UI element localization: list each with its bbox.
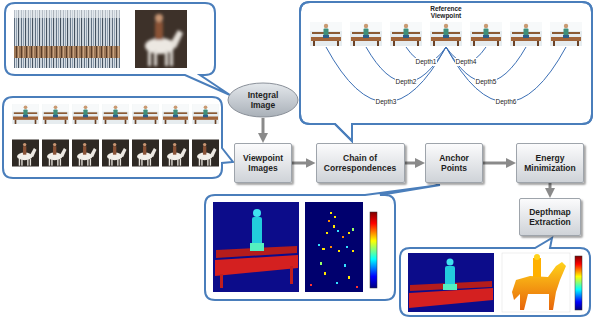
node-label: Integral Image bbox=[235, 90, 291, 110]
node-label: Viewpoint Images bbox=[240, 153, 286, 173]
process-box: Chain of Correspondences bbox=[316, 143, 405, 183]
viewpoint-chain-callout bbox=[300, 2, 592, 141]
process-box: Anchor Points bbox=[425, 143, 483, 183]
process-ellipse: Integral Image bbox=[227, 82, 299, 118]
depth-label: Depth6 bbox=[495, 98, 518, 105]
flow-arrow bbox=[262, 118, 265, 137]
depth-label: Depth2 bbox=[395, 78, 418, 85]
flow-arrow bbox=[292, 162, 310, 165]
node-label: Reference Viewpoint bbox=[423, 5, 469, 20]
node-label: Depthmap Extraction bbox=[525, 207, 575, 227]
depthmap-callout bbox=[400, 238, 590, 316]
flow-arrow bbox=[405, 162, 420, 165]
node-label: Chain of Correspondences bbox=[322, 153, 399, 173]
depth-label: Depth5 bbox=[475, 78, 498, 85]
node-label: Anchor Points bbox=[431, 153, 477, 173]
depth-label: Depth3 bbox=[375, 98, 398, 105]
process-box: Viewpoint Images bbox=[234, 143, 292, 183]
callout-bubble: Reference Viewpoint bbox=[300, 2, 592, 124]
depth-label: Depth1 bbox=[415, 58, 438, 65]
integral-image-callout bbox=[5, 3, 230, 95]
callout-outline bbox=[300, 2, 592, 124]
process-box: Energy Minimization bbox=[516, 143, 584, 183]
flow-arrow bbox=[549, 183, 552, 192]
sparse-anchor-points bbox=[310, 212, 358, 288]
viewpoint-images-callout bbox=[3, 97, 233, 178]
process-box: Depthmap Extraction bbox=[519, 198, 581, 236]
node-label: Energy Minimization bbox=[522, 153, 578, 173]
flow-arrow bbox=[483, 162, 510, 165]
depth-label: Depth4 bbox=[455, 58, 478, 65]
